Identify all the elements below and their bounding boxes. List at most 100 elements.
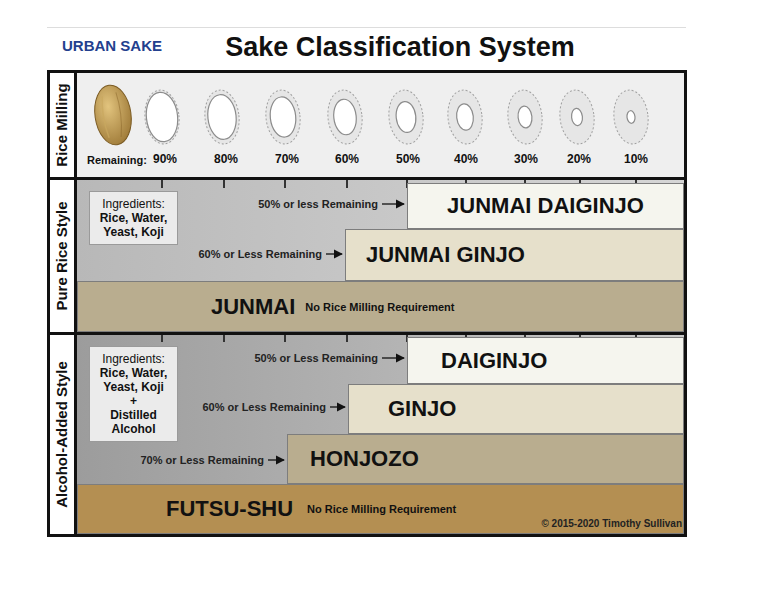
alcohol-added-ground	[76, 335, 684, 534]
threshold-note-slot: 70% or Less Remaining	[141, 453, 265, 467]
percent-label: 70%	[275, 152, 299, 166]
grain-core	[332, 98, 358, 136]
milled-grain	[263, 88, 302, 145]
percent-label: 40%	[454, 152, 478, 166]
grain-core	[144, 91, 180, 143]
threshold-arrow	[326, 253, 342, 254]
threshold-note-slot: 60% or Less Remaining	[199, 247, 323, 261]
milled-grain	[445, 88, 484, 145]
threshold-note: 60% or Less Remaining	[199, 247, 323, 261]
grade-name: GINJO	[388, 396, 456, 422]
tick	[223, 180, 225, 188]
ingredients-heading: Ingredients:	[93, 352, 174, 366]
grain-outline	[263, 88, 302, 145]
header-rule	[47, 27, 686, 28]
grain-core	[395, 101, 418, 134]
grain-outline	[325, 88, 364, 145]
milling-note: No Rice Milling Requirement	[307, 503, 456, 515]
percent-label: 50%	[396, 152, 420, 166]
percent-label-slot: 40%	[454, 152, 478, 166]
milled-grain	[505, 88, 544, 145]
grain-outline	[611, 88, 650, 145]
grain-core	[206, 93, 239, 141]
grade-name: DAIGINJO	[441, 348, 547, 374]
percent-label-slot: 60%	[335, 152, 359, 166]
grain-outline	[505, 88, 544, 145]
section-label: Alcohol-Added Style	[50, 335, 74, 534]
ingredients-box: Ingredients:Rice, Water, Yeast, Koji+Dis…	[89, 346, 178, 442]
percent-label: 60%	[335, 152, 359, 166]
milling-ground	[76, 73, 684, 179]
percent-label-slot: 20%	[567, 152, 591, 166]
percent-label-slot: 30%	[514, 152, 538, 166]
ingredients-list: Rice, Water, Yeast, Koji	[93, 211, 174, 239]
grain-outline	[386, 88, 425, 145]
grade-box: HONJOZO	[287, 434, 684, 484]
percent-label-slot: 50%	[396, 152, 420, 166]
threshold-note-slot: 50% or less Remaining	[258, 197, 378, 211]
section-label: Pure Rice Style	[50, 180, 74, 332]
chart-title: Sake Classification System	[225, 31, 575, 63]
tick	[346, 180, 348, 188]
scale-caption-slot: Remaining:	[87, 153, 147, 167]
brown-rice-grain	[91, 83, 135, 147]
milled-grain	[557, 88, 596, 145]
threshold-note-slot: 60% or Less Remaining	[203, 400, 327, 414]
milled-grain	[611, 88, 650, 145]
rice-grains	[91, 83, 651, 147]
brand-logo-slot: URBAN SAKE	[62, 37, 162, 55]
grade-name: JUNMAI DAIGINJO	[447, 193, 644, 219]
grade-box: DAIGINJO	[407, 337, 684, 384]
grade-name: JUNMAI GINJO	[366, 242, 525, 268]
copyright-note: © 2015-2020 Timothy Sullivan	[541, 517, 682, 531]
threshold-arrow	[330, 406, 345, 407]
grain-ridge	[101, 96, 110, 138]
grade-name: HONJOZO	[310, 446, 419, 472]
tick	[284, 180, 286, 188]
scale-caption: Remaining:	[87, 153, 147, 167]
ingredients-list: Rice, Water, Yeast, Koji	[93, 366, 174, 394]
grain-outline	[445, 88, 484, 145]
tick	[161, 180, 163, 188]
percent-label: 20%	[567, 152, 591, 166]
milling-note: No Rice Milling Requirement	[305, 301, 454, 313]
ingredients-list: +	[93, 394, 174, 408]
ingredients-list: Distilled Alcohol	[93, 408, 174, 436]
threshold-note: 70% or Less Remaining	[141, 453, 265, 467]
grain-core	[455, 103, 474, 131]
milled-grain	[142, 88, 181, 145]
section-label: Rice Milling	[50, 73, 74, 177]
percent-label-slot: 10%	[624, 152, 648, 166]
grain-ridge	[115, 92, 124, 137]
percent-label: 10%	[624, 152, 648, 166]
percent-label: 30%	[514, 152, 538, 166]
ingredients-heading: Ingredients:	[93, 197, 174, 211]
grain-body	[91, 83, 135, 147]
milled-grain	[325, 88, 364, 145]
threshold-note: 50% or less Remaining	[258, 197, 378, 211]
ingredients-box: Ingredients:Rice, Water, Yeast, Koji	[89, 191, 178, 245]
copyright-note-slot: © 2015-2020 Timothy Sullivan	[541, 517, 682, 531]
grade-name: FUTSU-SHU	[166, 496, 293, 522]
threshold-arrow	[382, 203, 404, 204]
grade-box: JUNMAI No Rice Milling Requirement	[77, 281, 684, 332]
threshold-note-slot: 50% or Less Remaining	[255, 351, 379, 365]
threshold-arrow	[382, 357, 404, 358]
percent-label-slot: 80%	[214, 152, 238, 166]
grade-box: GINJO	[348, 384, 684, 434]
percent-label-slot: 90%	[153, 152, 177, 166]
brand-logo: URBAN SAKE	[62, 37, 162, 55]
percent-label-slot: 70%	[275, 152, 299, 166]
grain-core	[517, 105, 533, 128]
threshold-arrow	[268, 459, 284, 460]
percent-label: 90%	[153, 152, 177, 166]
threshold-note: 50% or Less Remaining	[255, 351, 379, 365]
grade-name: JUNMAI	[211, 294, 295, 320]
grain-core	[626, 110, 635, 123]
grain-outline	[142, 88, 181, 145]
grade-box: JUNMAI GINJO	[345, 229, 684, 281]
grain-core	[268, 96, 297, 139]
grain-outline	[202, 88, 241, 145]
percent-label: 80%	[214, 152, 238, 166]
